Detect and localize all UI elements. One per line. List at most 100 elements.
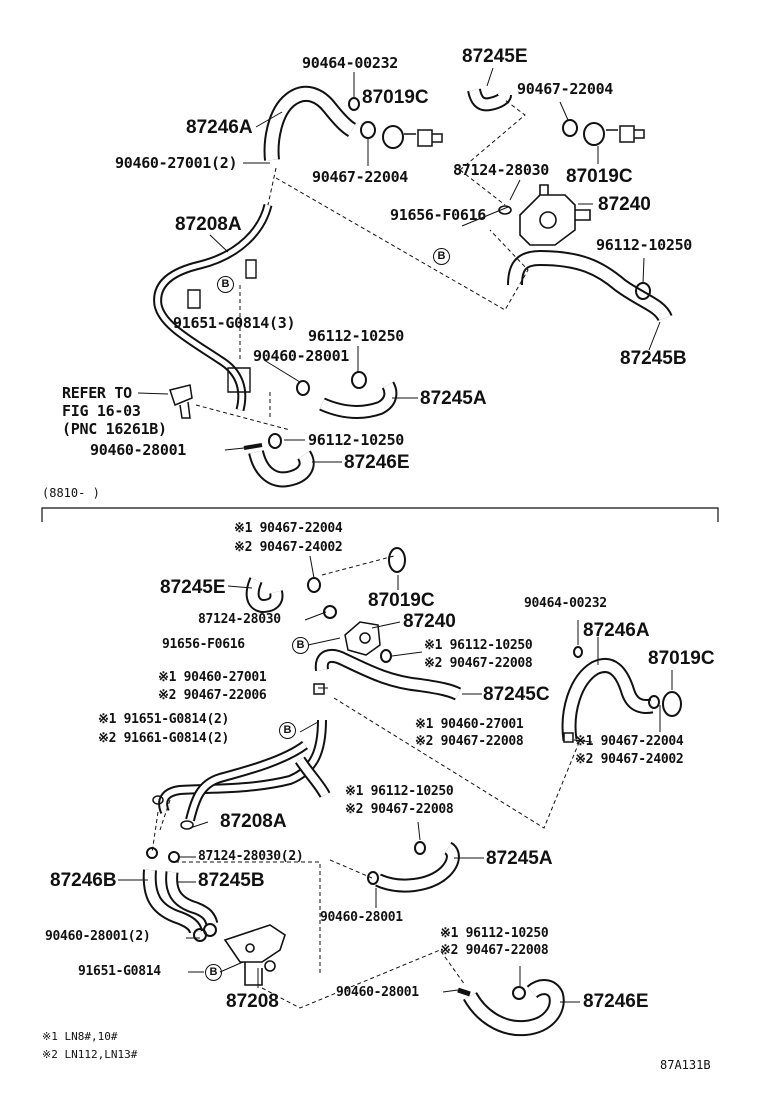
clamp-90460-bottom-c: [367, 871, 379, 885]
label-87245e-top: 87245E: [462, 46, 528, 67]
clamp-bottom-1: [307, 577, 321, 593]
hose-87246e-top: [248, 449, 315, 488]
label-87246e-bottom: 87246E: [583, 991, 649, 1012]
label-91656-f0616-bottom: 91656-F0616: [162, 637, 245, 652]
pipe-end-87208a-b: [152, 795, 164, 805]
label-refer-line1: REFER TO: [62, 384, 132, 402]
label-87124-28030-bottom: 87124-28030: [198, 612, 281, 627]
clip-90460-top-b: [243, 443, 263, 450]
clamp-87246b-top: [146, 847, 158, 859]
label-87245c-bottom: 87245C: [483, 684, 550, 705]
clamp-top-1: [360, 121, 376, 139]
label-87019c-top-b: 87019C: [566, 166, 633, 187]
label-90460-28001-2-bottom: 90460-28001(2): [45, 929, 151, 944]
label-87245e-bottom: 87245E: [160, 577, 226, 598]
label-n2-90467-22008-a: ※2 90467-22008: [424, 656, 533, 671]
label-87208a-bottom: 87208A: [220, 811, 287, 832]
label-91651-g0814-3-top: 91651-G0814(3): [173, 314, 296, 332]
label-96112-10250-top-a: 96112-10250: [596, 236, 693, 254]
label-87246a-top: 87246A: [186, 117, 253, 138]
label-n1-90467-22004-b: ※1 90467-22004: [575, 734, 684, 749]
label-87208-bottom: 87208: [226, 991, 279, 1012]
label-87124-28030-2-bottom: 87124-28030(2): [198, 849, 304, 864]
clip-90464-top: [348, 97, 360, 111]
hose-87246a-top: [263, 85, 357, 161]
label-96112-10250-top-b: 96112-10250: [308, 327, 405, 345]
label-96112-10250-top-c: 96112-10250: [308, 431, 405, 449]
clamp-96112-bottom-a: [380, 649, 392, 663]
label-n2-90467-24002-b: ※2 90467-24002: [575, 752, 684, 767]
hose-87245e-bottom: [245, 577, 284, 614]
label-87019c-top-a: 87019C: [362, 87, 429, 108]
top-dashed-leaders: [195, 99, 529, 431]
marker-b-top-1: B: [433, 248, 450, 265]
label-87019c-bottom-b: 87019C: [648, 648, 715, 669]
hose-87246e-bottom: [463, 979, 565, 1037]
label-90460-28001-bottom-b: 90460-28001: [336, 985, 419, 1000]
pipe-87208-bottom: [223, 924, 286, 986]
marker-b-bottom-3: B: [205, 964, 222, 981]
label-n1-91651-g0814-2: ※1 91651-G0814(2): [98, 712, 230, 727]
label-n2-91661-g0814-2: ※2 91661-G0814(2): [98, 731, 230, 746]
label-91656-f0616-top: 91656-F0616: [390, 206, 487, 224]
label-87208a-top: 87208A: [175, 214, 242, 235]
label-87246e-top: 87246E: [344, 452, 410, 473]
ring-87019c-top-a: [382, 125, 404, 149]
label-87245a-top: 87245A: [420, 388, 487, 409]
fitting-top-b: [606, 125, 645, 143]
ring-87019c-bottom-b: [662, 691, 682, 717]
footnote-1: ※1 LN8#,10#: [42, 1030, 118, 1043]
top-leaders: [137, 67, 661, 463]
label-n2-90467-22008-d: ※2 90467-22008: [440, 943, 549, 958]
hose-87245a-bottom: [375, 841, 460, 893]
label-90460-28001-top-a: 90460-28001: [253, 347, 350, 365]
label-n2-90467-24002: ※2 90467-24002: [234, 540, 343, 555]
bottom-leaders: [118, 555, 673, 1003]
clamp-90467-bottom-b: [648, 695, 660, 709]
clamp-90460-bottom-a: [313, 683, 325, 695]
label-90467-22004-top-a: 90467-22004: [517, 80, 614, 98]
label-87246a-bottom: 87246A: [583, 620, 650, 641]
label-90460-27001-2-top: 90460-27001(2): [115, 154, 238, 172]
clamp-96112-bottom-c: [512, 986, 526, 1000]
label-n1-90467-22004: ※1 90467-22004: [234, 521, 343, 536]
hose-87245a-top: [319, 381, 398, 419]
label-87245b-bottom: 87245B: [198, 870, 265, 891]
label-n2-90467-22006: ※2 90467-22006: [158, 688, 267, 703]
label-refer-line2: FIG 16-03: [62, 402, 141, 420]
ring-87019c-top-b: [583, 122, 605, 146]
clamp-90460-bottom-b: [563, 732, 574, 743]
clamp-87124-bottom-2: [168, 851, 180, 863]
pipe-87208a-bottom: [158, 719, 331, 822]
marker-b-bottom-2: B: [279, 722, 296, 739]
valve-87240-top: [498, 184, 591, 246]
section-divider: [41, 507, 719, 522]
clamp-96112-top-c: [268, 433, 282, 449]
section-header: (8810- ): [42, 486, 100, 500]
label-n1-96112-10250-c: ※1 96112-10250: [440, 926, 549, 941]
clamp-90460-top: [296, 380, 310, 396]
label-91651-g0814-bottom: 91651-G0814: [78, 964, 161, 979]
marker-b-bottom-1: B: [292, 637, 309, 654]
clamp-top-2: [562, 119, 578, 137]
label-90464-00232-bottom: 90464-00232: [524, 596, 607, 611]
hose-87245c-bottom: [314, 648, 462, 701]
hose-87246b-bottom: [142, 869, 203, 934]
label-87245b-top: 87245B: [620, 348, 687, 369]
label-87245a-bottom: 87245A: [486, 848, 553, 869]
clip-90464-bottom: [573, 646, 583, 658]
hose-87245e-top: [467, 88, 512, 112]
label-n2-90467-22008-b: ※2 90467-22008: [415, 734, 524, 749]
label-n1-96112-10250-b: ※1 96112-10250: [345, 784, 454, 799]
hose-87245b-bottom: [165, 871, 219, 926]
label-87246b-bottom: 87246B: [50, 870, 117, 891]
pipe-end-87208a: [180, 820, 194, 830]
bottom-dashed-leaders: [151, 555, 581, 1009]
hose-87245b-top: [507, 249, 673, 322]
pipe-87208a-top: [153, 203, 273, 412]
label-n1-96112-10250-a: ※1 96112-10250: [424, 638, 533, 653]
fitting-refer: [169, 384, 193, 419]
clamp-96112-top-b: [351, 371, 367, 389]
figure-code: 87A131B: [660, 1058, 711, 1072]
